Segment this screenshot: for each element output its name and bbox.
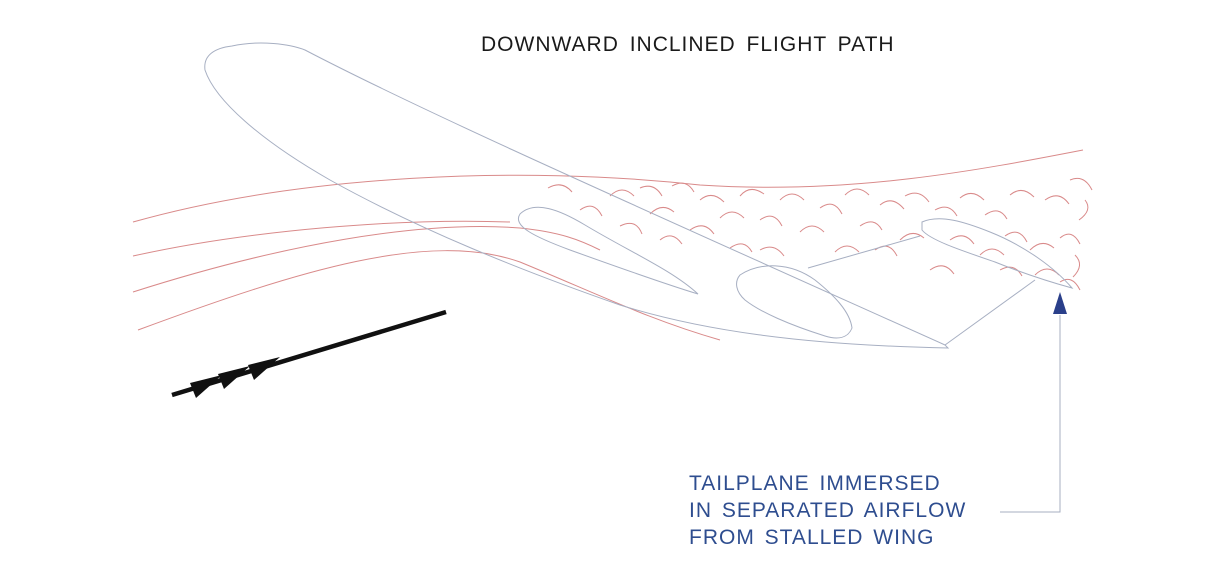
eddy (949, 235, 975, 245)
eddy (671, 182, 695, 193)
eddy (547, 184, 573, 193)
turbulent-eddies (547, 177, 1093, 291)
flight-path-line (171, 309, 447, 398)
eddy (834, 245, 860, 253)
triple-chevron-arrow-icon (190, 357, 280, 398)
eddy (879, 200, 905, 210)
aircraft-outline (204, 42, 1074, 349)
eddy (844, 188, 870, 196)
main-wing-aerofoil (517, 206, 699, 295)
eddy (929, 265, 955, 275)
eddy (689, 225, 715, 235)
eddy (759, 215, 783, 227)
eddy (904, 192, 930, 203)
eddy (609, 189, 635, 197)
eddy (859, 221, 883, 231)
pointer-leader-line (1000, 315, 1061, 513)
streamline-2 (132, 220, 511, 257)
diagram-title: DOWNWARD INCLINED FLIGHT PATH (481, 33, 895, 56)
caption-line: FROM STALLED WING (689, 526, 935, 549)
wing-root-fairing (736, 265, 853, 339)
eddy (959, 193, 985, 201)
caption-line: TAILPLANE IMMERSED (689, 472, 941, 495)
arrowhead (190, 375, 222, 398)
eddy (639, 185, 663, 197)
eddy (619, 222, 643, 235)
airflow-streamlines (132, 149, 1084, 341)
up-arrow-icon (1053, 292, 1067, 314)
eddy (819, 203, 843, 215)
eddy (1044, 195, 1070, 205)
eddy (719, 211, 745, 219)
eddy (1029, 243, 1055, 251)
eddy (1004, 231, 1028, 243)
caption-line: IN SEPARATED AIRFLOW (689, 499, 967, 522)
eddy (899, 233, 925, 241)
eddy (1059, 278, 1081, 291)
eddy (779, 193, 805, 201)
arrowhead (218, 366, 250, 389)
eddy (1009, 190, 1035, 198)
tail-fin-upper (807, 235, 921, 269)
aircraft-fuselage (204, 42, 950, 349)
tailplane-caption: TAILPLANE IMMERSED IN SEPARATED AIRFLOW … (689, 470, 966, 551)
eddy (984, 210, 1008, 220)
eddy (1072, 254, 1080, 278)
flight-path-arrow (171, 309, 447, 398)
tailplane-aerofoil (921, 218, 1074, 289)
eddy (729, 243, 753, 253)
eddy (649, 207, 675, 215)
eddy (579, 205, 603, 217)
streamline-3 (132, 226, 601, 293)
eddy (1078, 199, 1089, 221)
eddy (739, 189, 765, 197)
tail-fin-lower (944, 279, 1036, 346)
eddy (979, 248, 1005, 256)
tailplane-pointer (1000, 292, 1067, 513)
streamline-4 (137, 250, 721, 341)
eddy (1059, 233, 1081, 245)
eddy (759, 246, 785, 257)
eddy (799, 225, 825, 233)
eddy (1069, 177, 1093, 191)
eddy (659, 235, 683, 245)
eddy (934, 206, 958, 217)
eddy (999, 266, 1023, 277)
streamline-top (132, 149, 1084, 223)
eddy (699, 195, 725, 203)
arrowhead (248, 357, 280, 380)
